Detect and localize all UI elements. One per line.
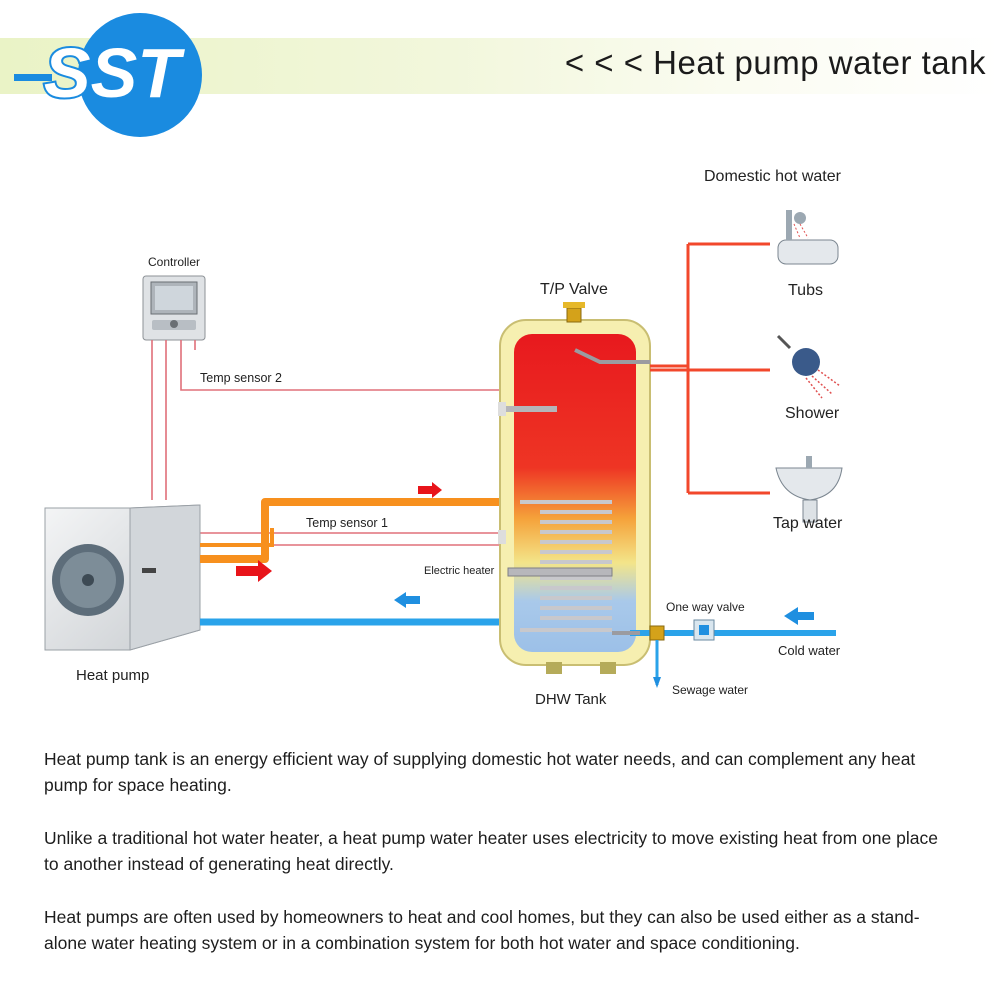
return-flow-pipe <box>200 528 274 547</box>
temp-sensor-1-label: Temp sensor 1 <box>306 516 388 530</box>
tp-valve-label: T/P Valve <box>540 281 608 298</box>
dhw-tank-label: DHW Tank <box>535 691 607 708</box>
controller-label: Controller <box>148 255 201 269</box>
heat-pump-unit <box>44 504 201 651</box>
sewage-water-label: Sewage water <box>672 683 749 697</box>
system-diagram: Controller Temp sensor 2 Temp sensor 1 T… <box>0 140 1000 740</box>
sink-icon <box>775 456 843 523</box>
description-text: Heat pump tank is an energy efficient wa… <box>44 746 944 983</box>
temp-sensor-2-label: Temp sensor 2 <box>200 371 282 385</box>
hot-flow-pipe <box>200 498 520 563</box>
bathtub-icon <box>777 210 839 265</box>
shower-label: Shower <box>785 405 840 422</box>
heat-pump-label: Heat pump <box>76 667 150 684</box>
tap-water-label: Tap water <box>773 515 843 532</box>
tubs-label: Tubs <box>788 282 823 299</box>
shower-icon <box>776 334 841 399</box>
paragraph: Heat pump tank is an energy efficient wa… <box>44 749 916 795</box>
diagram-graphics <box>44 210 843 688</box>
cold-water-label: Cold water <box>778 643 841 658</box>
one-way-valve-label: One way valve <box>666 600 745 614</box>
page-title: < < < Heat pump water tank <box>564 44 986 81</box>
flow-arrows <box>236 482 814 688</box>
svg-text:SST: SST <box>44 34 185 112</box>
paragraph: Unlike a traditional hot water heater, a… <box>44 828 938 874</box>
cold-water-inlet <box>612 619 836 685</box>
electric-heater-label: Electric heater <box>424 565 495 577</box>
controller-unit <box>142 275 206 341</box>
domestic-hot-water-label: Domestic hot water <box>704 168 841 185</box>
hot-water-distribution <box>650 242 770 495</box>
dhw-tank-body <box>498 302 651 674</box>
paragraph: Heat pumps are often used by homeowners … <box>44 907 920 953</box>
sst-logo: SST <box>14 13 202 137</box>
